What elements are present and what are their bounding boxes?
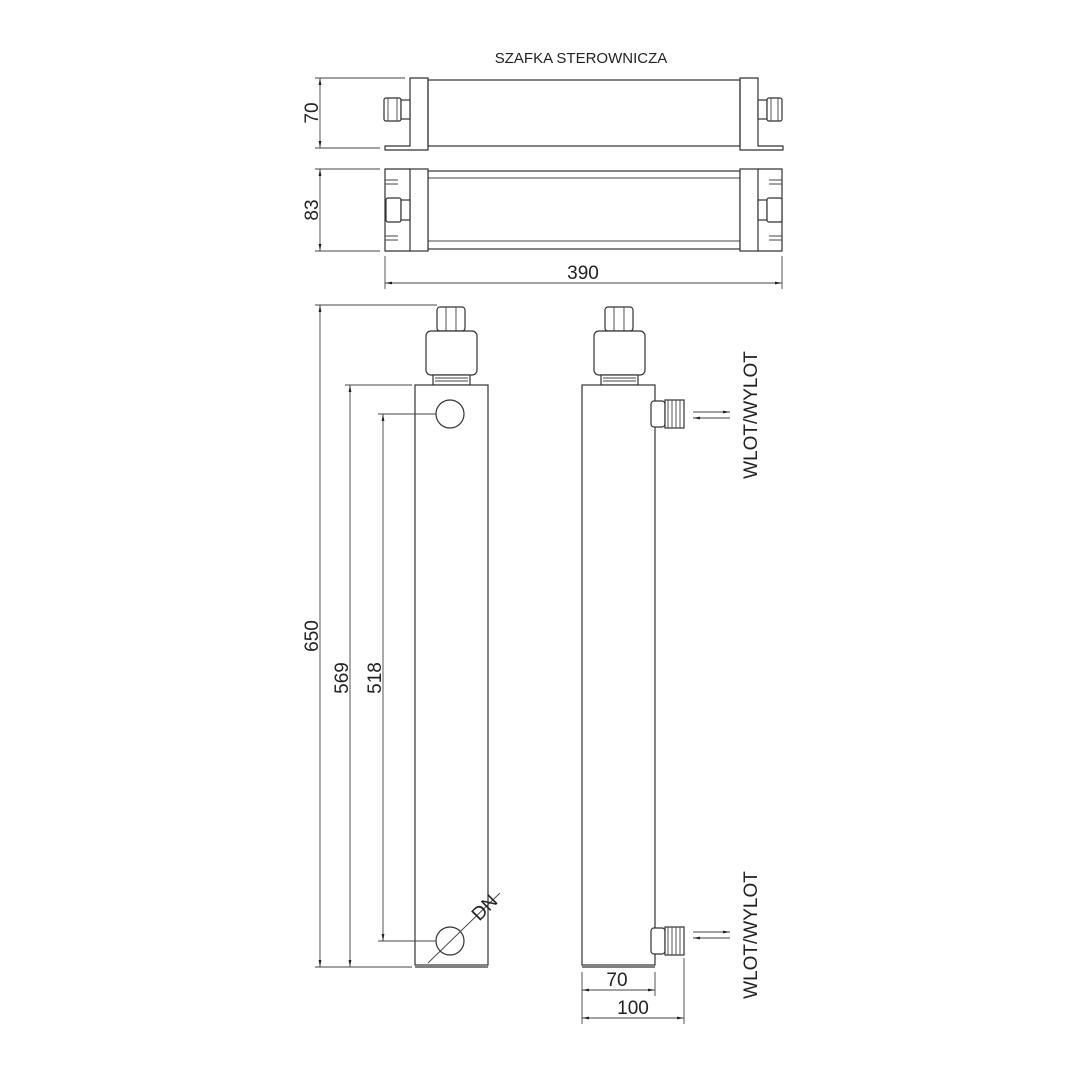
dimension-body-height: 569	[332, 384, 412, 967]
reactor-side-view	[581, 306, 685, 968]
svg-text:100: 100	[617, 998, 649, 1019]
cabinet-side-view	[383, 77, 784, 151]
dimension-port-spacing: 518	[365, 413, 436, 942]
port-label-top: WLOT/WYLOT	[741, 351, 762, 479]
cabinet-top-view	[384, 168, 783, 252]
svg-text:70: 70	[606, 970, 627, 991]
dimension-cabinet-width: 390	[384, 256, 783, 289]
port-label-bottom: WLOT/WYLOT	[741, 871, 762, 999]
svg-text:390: 390	[567, 263, 599, 284]
dimension-cabinet-height: 70	[302, 77, 405, 149]
dimension-cabinet-depth: 83	[302, 168, 380, 252]
dimension-overall-width: 100	[582, 958, 685, 1024]
svg-text:70: 70	[302, 102, 323, 123]
dimension-body-width: 70	[581, 970, 656, 1024]
dimension-total-height: 650	[302, 304, 437, 968]
drawing-title: SZAFKA STEROWNICZA	[495, 50, 668, 67]
flow-arrows-bottom	[693, 930, 730, 940]
svg-text:518: 518	[365, 662, 386, 694]
reactor-front-view	[414, 306, 501, 968]
svg-text:569: 569	[332, 662, 353, 694]
flow-arrows-top	[693, 410, 730, 420]
svg-text:650: 650	[302, 620, 323, 652]
svg-text:83: 83	[302, 199, 323, 220]
